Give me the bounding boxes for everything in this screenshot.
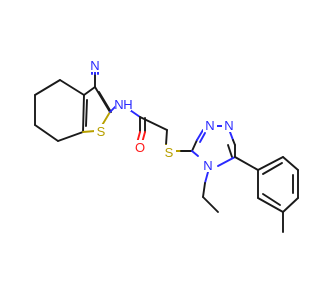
bond	[229, 131, 234, 141]
bond	[57, 131, 84, 142]
bond	[59, 79, 85, 96]
atom-label-thiophene-s: S	[97, 124, 106, 139]
bond	[204, 171, 209, 184]
bond	[262, 162, 283, 175]
bond	[34, 79, 61, 96]
bond	[202, 196, 219, 213]
atom-labels: N N H S O S N N N	[87, 58, 236, 173]
bond	[282, 197, 299, 213]
bond	[196, 129, 204, 141]
atom-label-thioether-s: S	[165, 145, 174, 160]
bond	[234, 156, 259, 171]
bond	[217, 156, 236, 167]
bond	[262, 193, 281, 206]
atom-label-nitrile-n: N	[90, 58, 99, 73]
bond	[282, 156, 299, 171]
molecule-structure: N N H S O S N N N	[34, 58, 299, 233]
bond	[82, 94, 85, 133]
bond	[139, 116, 168, 131]
atom-label-amide-n: N	[114, 97, 123, 112]
atom-label-triazole-n4: N	[203, 158, 212, 173]
bond	[191, 139, 198, 152]
bond	[34, 124, 59, 142]
bond	[257, 197, 284, 213]
atom-label-amide-h: H	[123, 97, 132, 112]
bond	[165, 129, 168, 146]
bond	[98, 91, 112, 113]
bond	[85, 99, 88, 127]
bond	[83, 86, 96, 96]
bond	[202, 182, 206, 198]
atom-label-triazole-n2: N	[224, 118, 233, 133]
atom-label-triazole-n1: N	[205, 118, 214, 133]
bond	[191, 150, 199, 157]
bonds	[34, 67, 299, 233]
bond	[82, 130, 96, 133]
bond	[227, 144, 233, 158]
atom-label-carbonyl-o: O	[135, 140, 145, 155]
bond	[257, 156, 284, 171]
bond	[199, 132, 206, 143]
